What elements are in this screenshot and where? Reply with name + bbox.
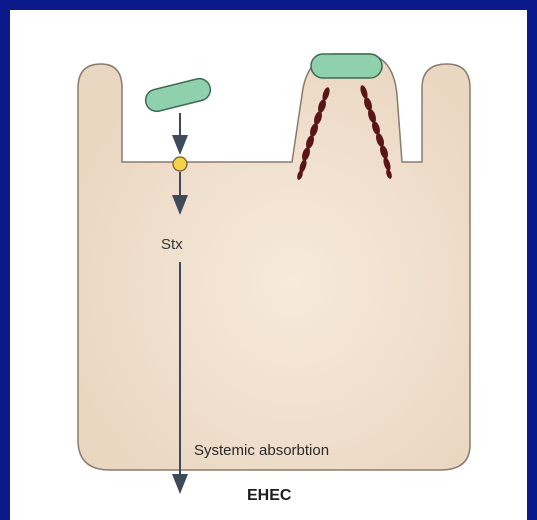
- attached-bacterium: [311, 54, 382, 78]
- free-bacterium: [143, 76, 212, 113]
- toxin-particle: [173, 157, 187, 171]
- ehec-label: EHEC: [247, 487, 291, 505]
- systemic-absorption-label: Systemic absorbtion: [194, 442, 329, 459]
- stx-label: Stx: [161, 236, 183, 253]
- intestinal-tissue: [78, 54, 470, 470]
